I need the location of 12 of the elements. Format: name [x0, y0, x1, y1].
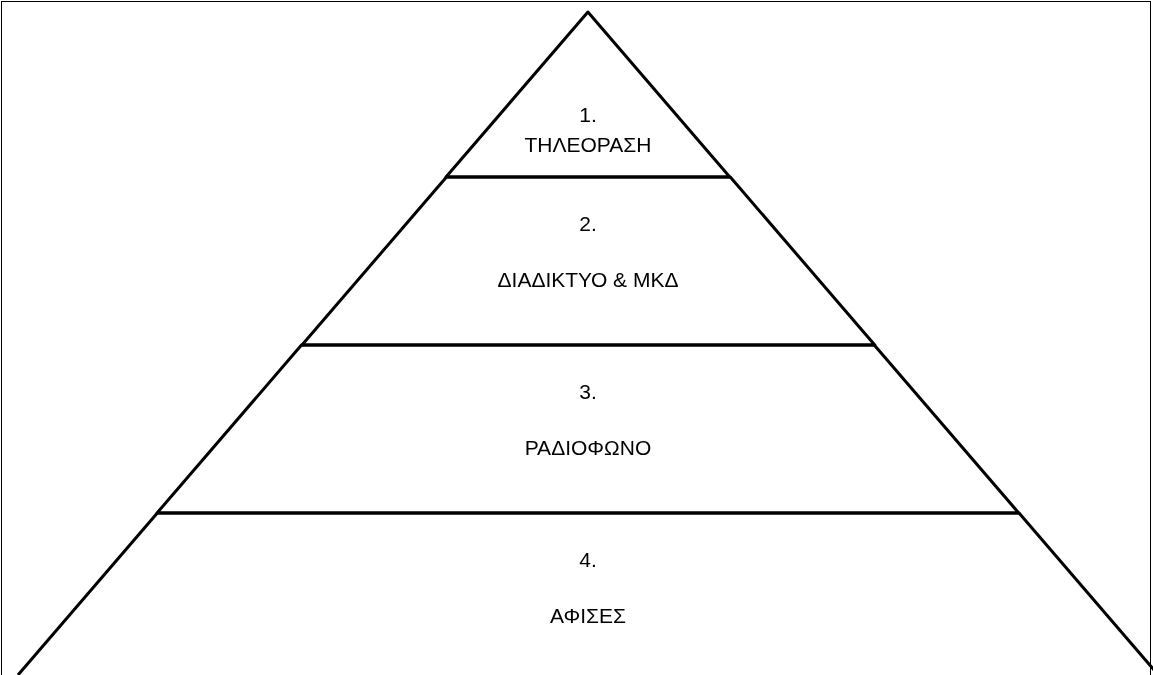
rank-number: 2. — [579, 212, 597, 236]
pyramid-section — [157, 345, 1019, 513]
pyramid-section — [301, 177, 875, 345]
rank-number: 1. — [579, 103, 597, 127]
media-label: ΤΗΛΕΟΡΑΣΗ — [524, 133, 652, 157]
media-label: ΡΑΔΙΟΦΩΝΟ — [524, 436, 652, 460]
media-label: ΑΦΙΣΕΣ — [550, 604, 626, 628]
pyramid-top-section — [446, 12, 730, 177]
rank-number: 3. — [579, 380, 597, 404]
pyramid-section — [17, 513, 1153, 675]
rank-number: 4. — [579, 548, 597, 572]
media-label: ΔΙΑΔΙΚΤΥΟ & ΜΚΔ — [497, 268, 679, 292]
